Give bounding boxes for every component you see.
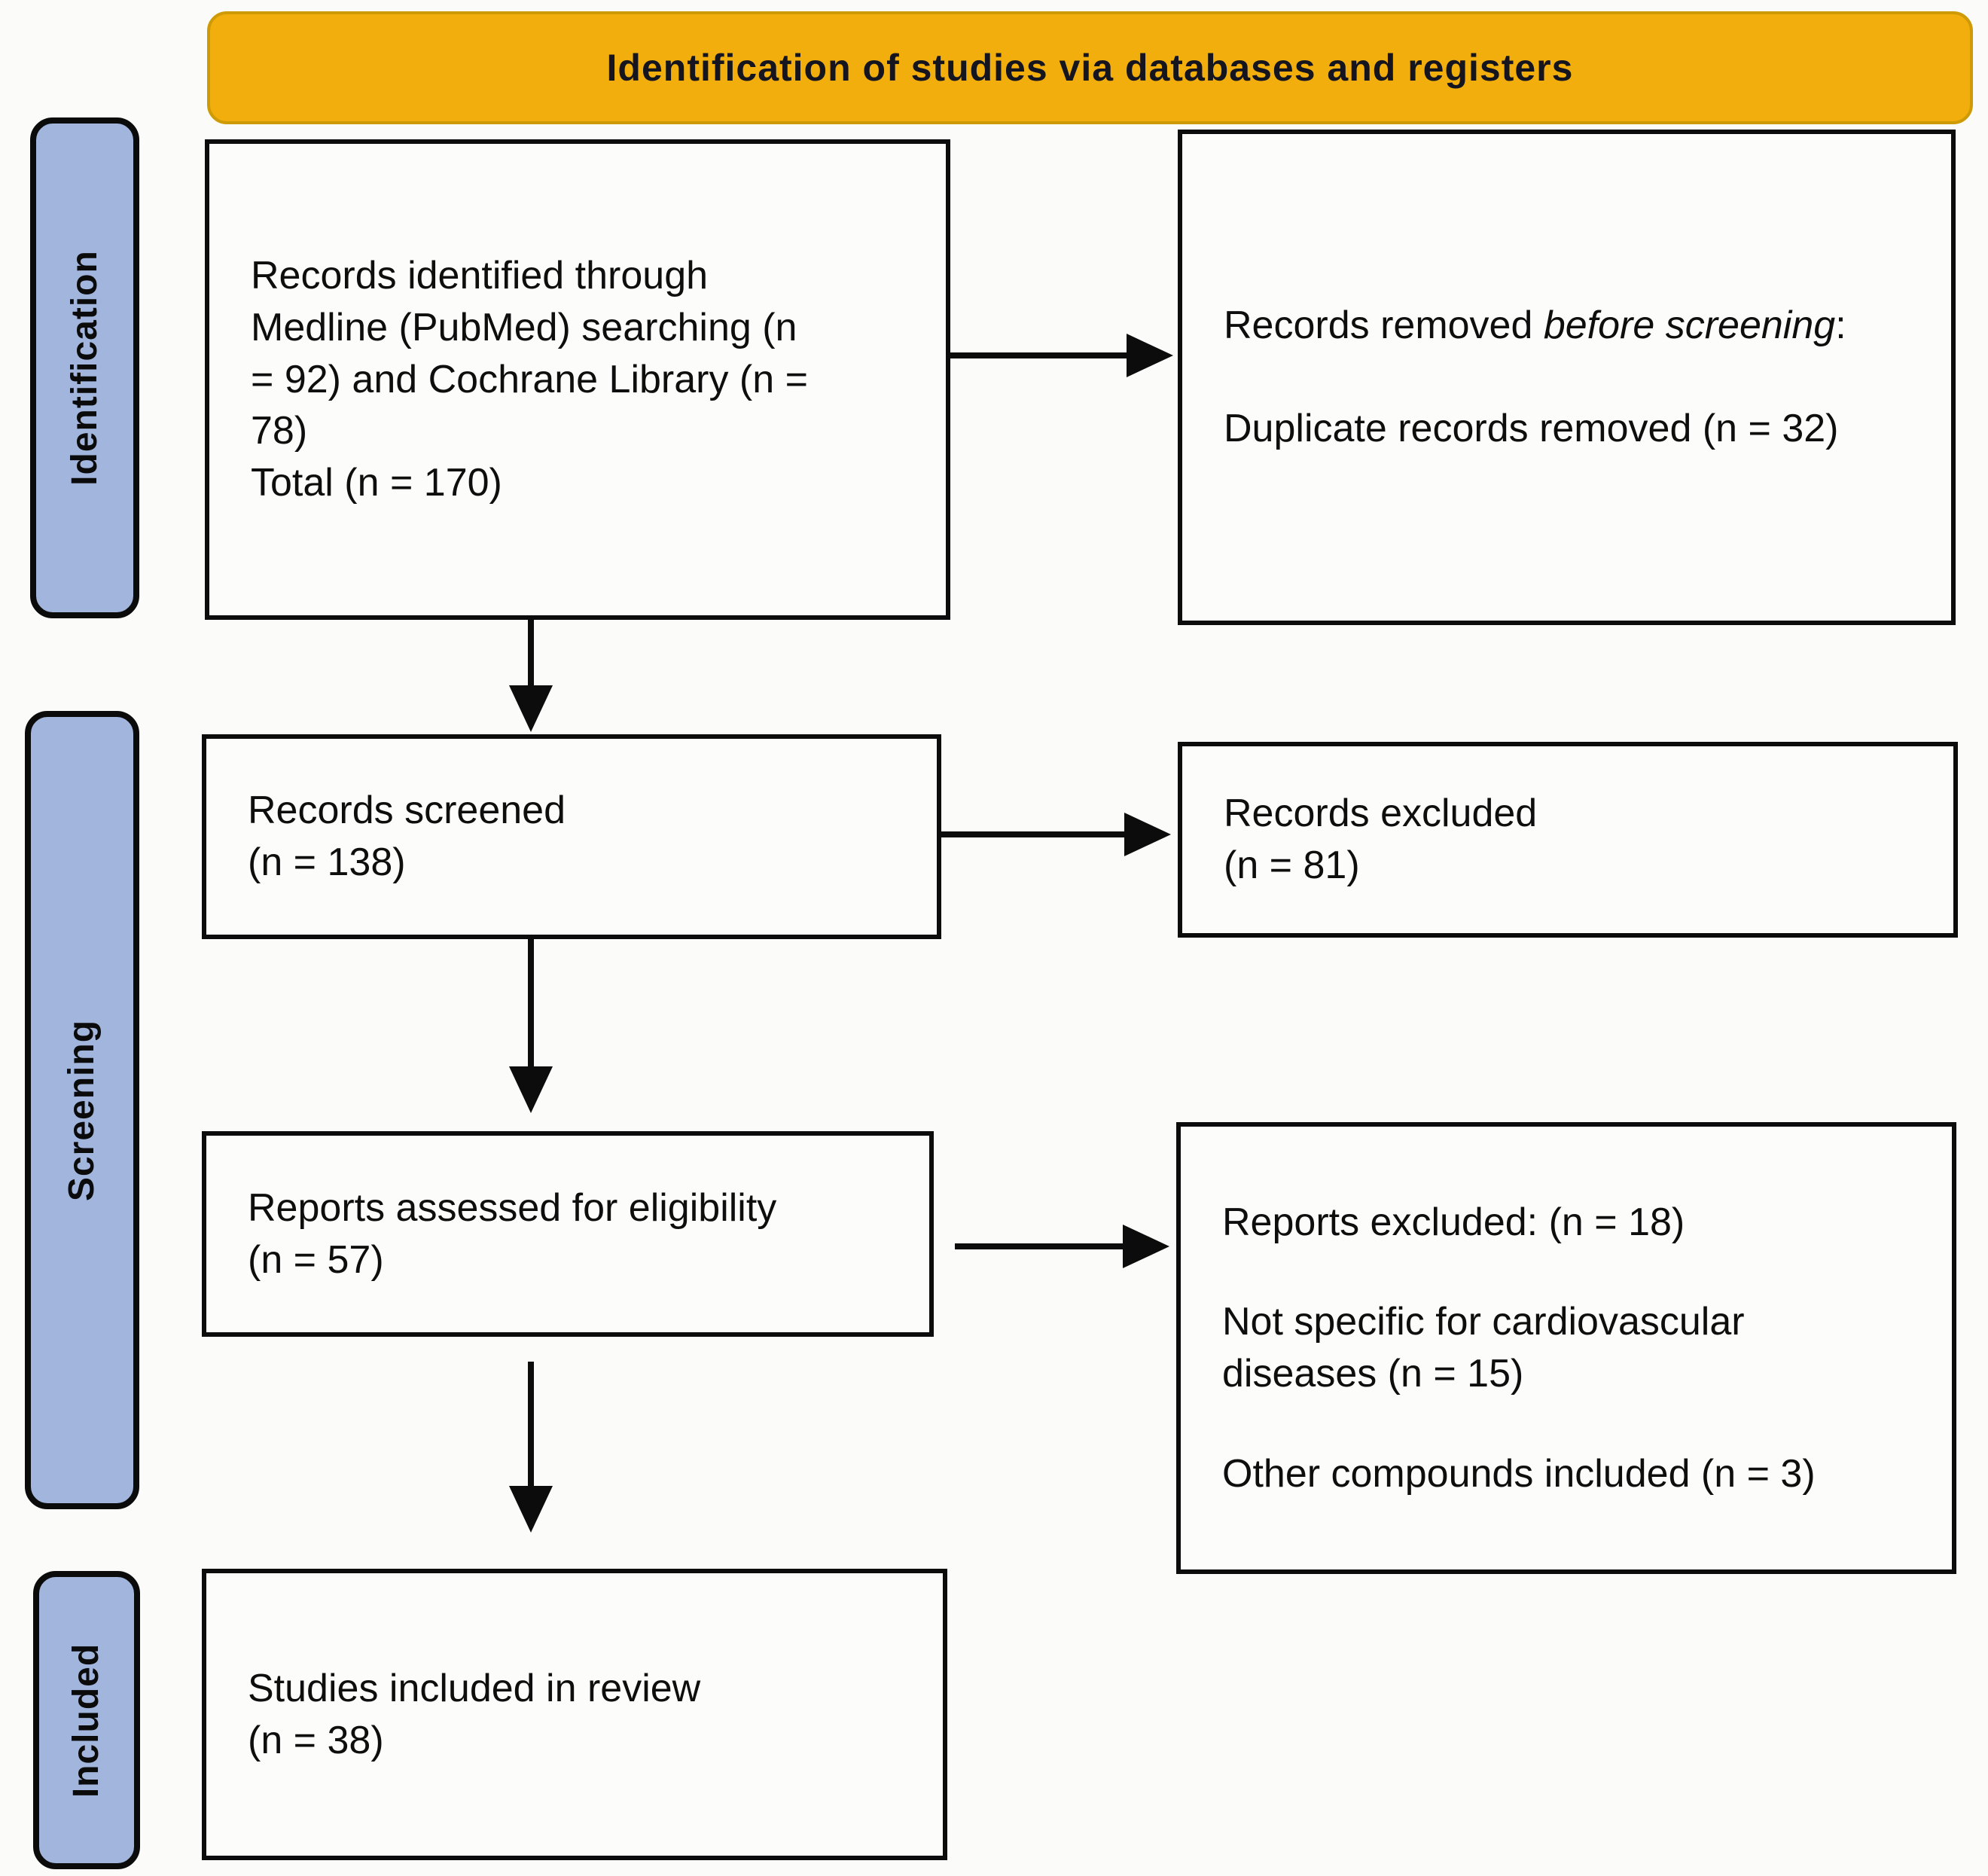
arrow-screened-to-excluded	[941, 813, 1171, 856]
stage-identification: Identification	[30, 117, 139, 618]
records-removed-prefix: Records removed	[1224, 304, 1544, 348]
box-studies-included-text: Studies included in review (n = 38)	[248, 1666, 701, 1762]
records-removed-italic: before screening	[1543, 304, 1836, 348]
box-reports-assessed-text: Reports assessed for eligibility (n = 57…	[248, 1185, 777, 1282]
records-removed-suffix: :	[1835, 304, 1846, 348]
box-records-excluded: Records excluded (n = 81)	[1178, 742, 1958, 938]
stage-included: Included	[33, 1571, 140, 1869]
arrow-assessed-to-included	[509, 1362, 553, 1533]
arrow-identified-to-screened	[509, 620, 553, 732]
stage-included-label: Included	[66, 1643, 107, 1798]
stage-screening: Screening	[25, 711, 139, 1509]
box-records-excluded-text: Records excluded (n = 81)	[1224, 792, 1538, 887]
box-studies-included: Studies included in review (n = 38)	[202, 1569, 947, 1860]
box-records-identified: Records identified through Medline (PubM…	[205, 139, 950, 620]
box-records-removed: Records removed before screening: Duplic…	[1178, 130, 1956, 625]
header-title: Identification of studies via databases …	[606, 47, 1574, 89]
box-records-screened: Records screened (n = 138)	[202, 734, 941, 939]
reports-excluded-line-2: Not specific for cardiovascular diseases…	[1222, 1300, 1745, 1396]
box-reports-excluded: Reports excluded: (n = 18) Not specific …	[1176, 1122, 1956, 1574]
header-banner: Identification of studies via databases …	[207, 11, 1973, 124]
stage-identification-label: Identification	[65, 250, 105, 486]
arrow-identified-to-removed	[950, 334, 1173, 377]
arrow-assessed-to-reports-excluded	[955, 1225, 1169, 1268]
stage-screening-label: Screening	[62, 1019, 102, 1201]
arrow-screened-to-assessed	[509, 939, 553, 1113]
box-records-identified-text: Records identified through Medline (PubM…	[251, 254, 808, 505]
reports-excluded-line-1: Reports excluded: (n = 18)	[1222, 1200, 1685, 1244]
box-records-removed-line2: Duplicate records removed (n = 32)	[1224, 407, 1839, 450]
box-reports-assessed: Reports assessed for eligibility (n = 57…	[202, 1131, 934, 1337]
reports-excluded-line-3: Other compounds included (n = 3)	[1222, 1451, 1816, 1496]
box-records-screened-text: Records screened (n = 138)	[248, 789, 566, 884]
box-records-removed-line1: Records removed before screening:	[1224, 300, 1921, 352]
